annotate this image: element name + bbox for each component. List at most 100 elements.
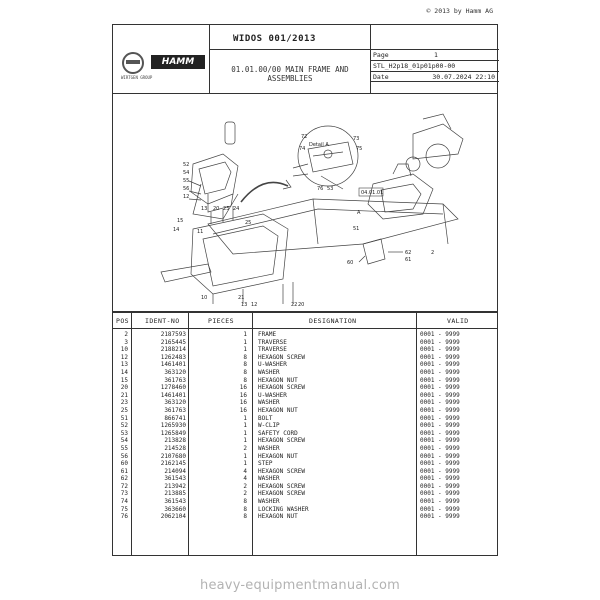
row-pos: 10 [120, 346, 128, 354]
callout-number: 10 [201, 295, 207, 301]
callout-number: 13 [241, 302, 247, 308]
row-pieces: 8 [243, 513, 247, 521]
callout-number: 21 [238, 295, 244, 301]
row-designation: HEXAGON SCREW [258, 467, 305, 475]
col-header-pieces: PIECES [208, 317, 234, 325]
row-pieces: 1 [243, 452, 247, 460]
row-pos: 2 [124, 331, 128, 338]
hamm-logo: HAMM [151, 55, 205, 69]
wirtgen-group-logo [122, 52, 144, 74]
row-designation: WASHER [258, 475, 280, 483]
row-ident: 2062104 [160, 513, 186, 521]
row-pieces: 16 [239, 406, 247, 414]
row-pieces: 1 [243, 331, 247, 338]
row-designation: SAFETY CORD [258, 429, 298, 437]
row-valid: 0001 - 9999 [420, 414, 460, 422]
col-header-pos: POS [116, 317, 129, 325]
detail-a-label: Detail A [309, 142, 329, 148]
col-header-valid: VALID [447, 317, 469, 325]
reference-label: 04.01.01 [361, 190, 383, 196]
callout-number: 73 [353, 136, 359, 142]
row-designation: HEXAGON NUT [258, 452, 298, 460]
row-valid: 0001 - 9999 [420, 361, 460, 369]
sheet-header: © 2013 by Hamm AG WIRTGEN GROUP HAMM WID… [112, 7, 499, 94]
row-ident: 214094 [164, 467, 186, 475]
front-frame [190, 213, 289, 295]
roller-drum [425, 143, 451, 169]
row-designation: STEP [258, 460, 273, 468]
callout-number: 76 [317, 186, 323, 192]
document-title: WIDOS 001/2013 [233, 34, 316, 44]
row-valid: 0001 - 9999 [420, 437, 460, 445]
parts-sheet: © 2013 by Hamm AG WIRTGEN GROUP HAMM WID… [112, 7, 499, 556]
callout-number: 20 [213, 206, 219, 212]
callout-number: 11 [197, 229, 203, 235]
wirtgen-group-logo-text: WIRTGEN GROUP [121, 75, 153, 80]
row-pos: 12 [120, 353, 128, 361]
row-pos: 76 [120, 513, 128, 521]
engine-block [367, 173, 434, 220]
row-pieces: 16 [239, 391, 247, 399]
row-pieces: 1 [243, 414, 247, 422]
row-valid: 0001 - 9999 [420, 384, 460, 392]
row-pos: 23 [120, 399, 128, 407]
callout-number: 53 [327, 186, 333, 192]
row-valid: 0001 - 9999 [420, 353, 460, 361]
row-ident: 213942 [164, 482, 186, 490]
row-designation: U-WASHER [258, 391, 287, 399]
callout-number: 62 [405, 250, 411, 256]
callout-number: 12 [183, 194, 189, 200]
row-ident: 214528 [164, 444, 186, 452]
callout-number: 60 [347, 260, 353, 266]
row-ident: 1265849 [160, 429, 186, 437]
row-pieces: 16 [239, 399, 247, 407]
detail-a-circle [297, 125, 359, 187]
callout-number: 12 [251, 302, 257, 308]
row-ident: 361543 [164, 475, 186, 483]
row-valid: 0001 - 9999 [420, 467, 460, 475]
row-designation: FRAME [258, 331, 277, 338]
row-ident: 361763 [164, 406, 186, 414]
row-valid: 0001 - 9999 [420, 482, 460, 490]
row-ident: 1461401 [160, 361, 186, 369]
row-pos: 72 [120, 482, 128, 490]
callout-number: 55 [183, 178, 189, 184]
row-valid: 0001 - 9999 [420, 331, 460, 338]
row-pos: 73 [120, 490, 128, 498]
assembly-title: 01.01.00/00 MAIN FRAME AND ASSEMBLIES [231, 65, 349, 83]
row-designation: HEXAGON SCREW [258, 482, 305, 490]
roller-body [412, 123, 464, 160]
date-row: Date 30.07.2024 22:10 [370, 71, 499, 82]
row-pieces: 8 [243, 505, 247, 513]
row-pos: 60 [120, 460, 128, 468]
row-designation: WASHER [258, 444, 280, 452]
row-pos: 74 [120, 498, 128, 506]
row-pos: 53 [120, 429, 128, 437]
watermark-footer: heavy-equipmentmanual.com [200, 578, 400, 593]
doc-code-row: STL_H2p18_01p01p00-00 [370, 60, 499, 71]
row-pieces: 8 [243, 361, 247, 369]
row-valid: 0001 - 9999 [420, 429, 460, 437]
row-pieces: 2 [243, 482, 247, 490]
tank-assembly [190, 153, 239, 205]
row-ident: 2162145 [160, 460, 186, 468]
col-header-designation: DESIGNATION [309, 317, 357, 325]
row-ident: 2165445 [160, 338, 186, 346]
row-designation: U-WASHER [258, 361, 287, 369]
row-designation: W-CLIP [258, 422, 280, 430]
row-designation: HEXAGON SCREW [258, 490, 305, 498]
